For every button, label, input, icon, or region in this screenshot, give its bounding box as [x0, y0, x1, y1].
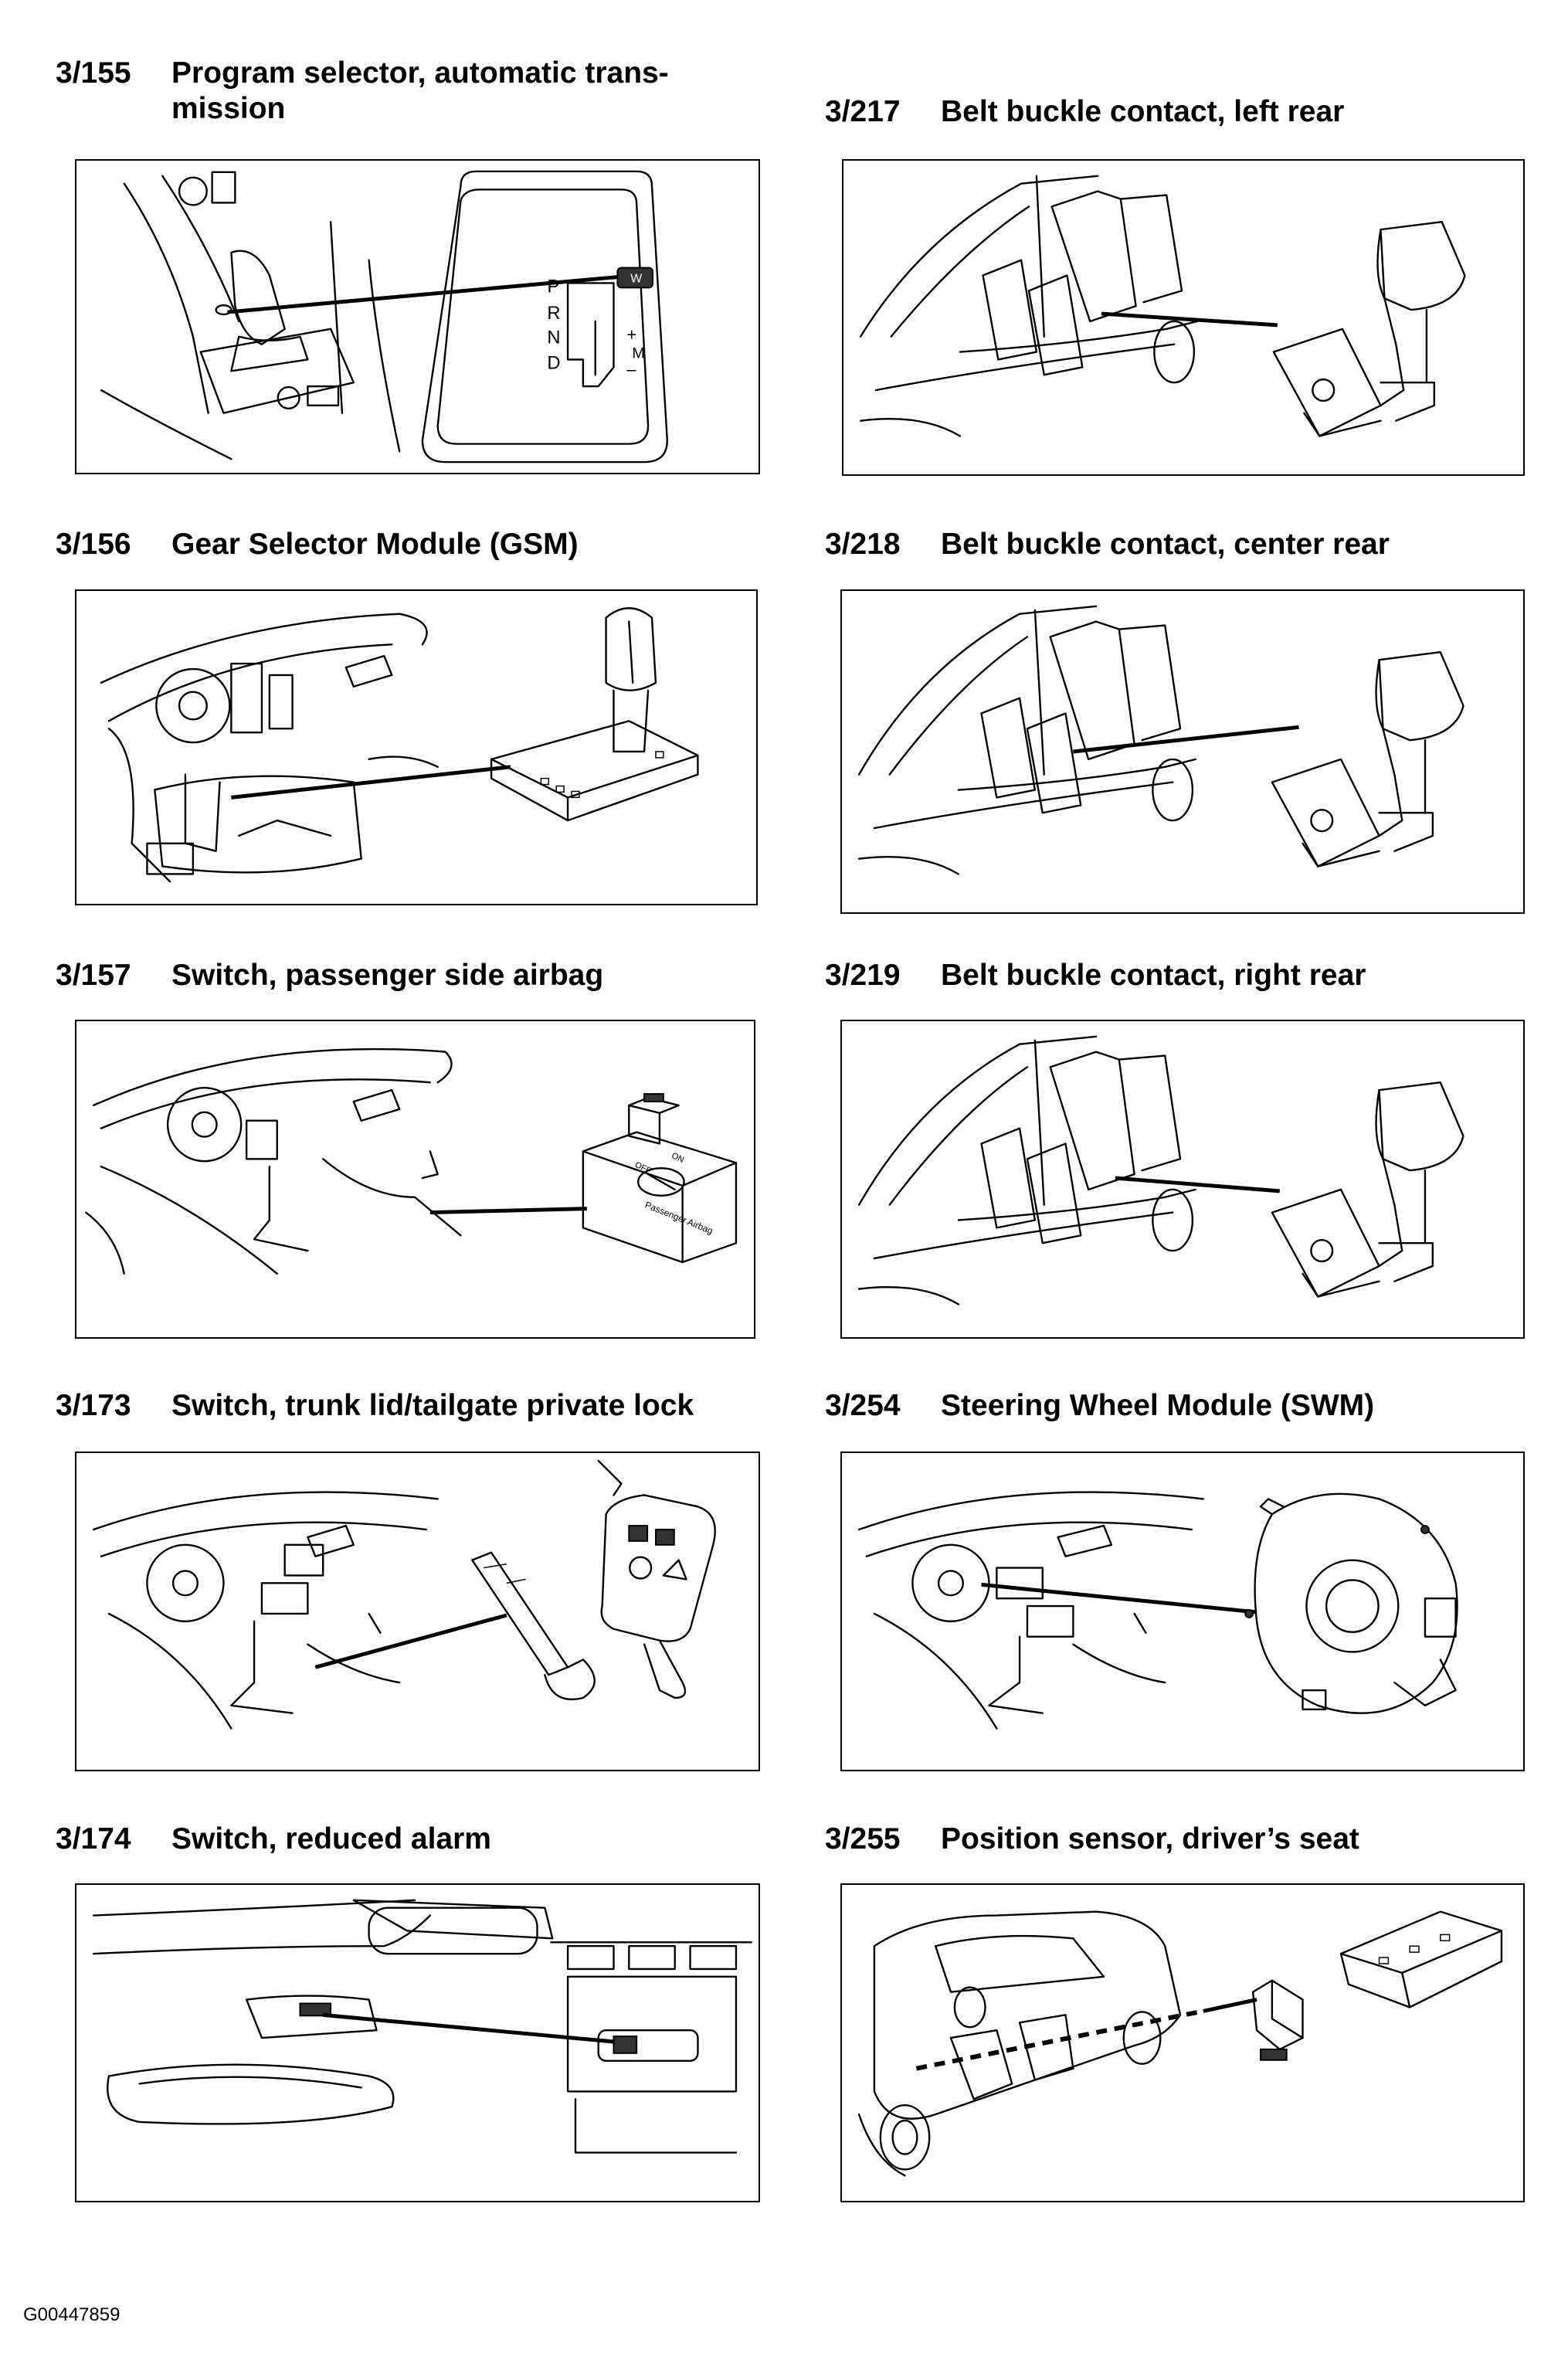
item-title: Steering Wheel Module (SWM) [941, 1389, 1375, 1422]
gear-selector-module [490, 607, 699, 822]
m-label: M [632, 345, 645, 362]
gsm-illustration [100, 607, 699, 883]
leader-line [1101, 311, 1278, 328]
item-code: 3/156 [56, 528, 131, 561]
car-outline-sketch [857, 1910, 1182, 2177]
seat-sensor-part [1251, 1910, 1503, 2061]
remote-key-fob [597, 1459, 716, 1699]
leader-line [429, 1207, 587, 1215]
heading-3-254: 3/254 Steering Wheel Module (SWM) [825, 1388, 1374, 1424]
dashboard-sketch [84, 1047, 462, 1275]
figure-program-selector: W P R N D + M – [75, 159, 760, 474]
figure-belt-buckle-right-rear [840, 1020, 1525, 1339]
heading-3-173: 3/173 Switch, trunk lid/tailgate private … [56, 1388, 694, 1424]
leader-line [1115, 1176, 1280, 1193]
figure-gear-selector-module [75, 589, 758, 905]
item-title: Belt buckle contact, left rear [941, 95, 1345, 128]
item-title: Switch, reduced alarm [171, 1822, 491, 1856]
gear-r-label: R [547, 303, 560, 324]
heading-3-255: 3/255 Position sensor, driver’s seat [825, 1822, 1359, 1857]
plus-label: + [626, 325, 636, 345]
console-sketch [100, 171, 401, 460]
item-title: Switch, trunk lid/tailgate private lock [171, 1389, 694, 1422]
reduced-alarm-illustration [92, 1899, 752, 2154]
belt-buckle-part [1271, 1081, 1464, 1298]
item-code: 3/255 [825, 1822, 901, 1856]
item-code: 3/219 [825, 959, 901, 992]
swm-illustration [857, 1491, 1458, 1730]
seat-sensor-illustration [857, 1910, 1503, 2177]
figure-passenger-airbag-switch: OFF ON Passenger Airbag [75, 1020, 755, 1339]
airbag-switch-illustration: OFF ON Passenger Airbag [84, 1047, 738, 1275]
gear-d-label: D [547, 352, 560, 373]
dashed-leader-line [915, 2008, 1204, 2071]
program-selector-illustration: W P R N D + M – [100, 170, 668, 463]
gear-gate-panel: W P R N D + M – [421, 170, 668, 463]
dashboard-sketch [857, 1491, 1204, 1730]
rear-seat-sketch [857, 605, 1197, 875]
rear-seat-sketch [857, 1035, 1197, 1306]
airbag-switch-part: OFF ON Passenger Airbag [582, 1093, 738, 1264]
belt-buckle-right-illustration [857, 1035, 1464, 1306]
steering-wheel-module-part [1244, 1492, 1458, 1714]
figure-steering-wheel-module [840, 1452, 1525, 1771]
item-title: Position sensor, driver’s seat [941, 1822, 1359, 1856]
item-code: 3/254 [825, 1389, 901, 1422]
leader-line [1203, 1998, 1257, 2013]
item-title: Program selector, automatic trans- missi… [171, 56, 669, 125]
belt-buckle-center-illustration [857, 605, 1464, 875]
leader-line [322, 2012, 614, 2044]
figure-private-lock-switch [75, 1452, 760, 1771]
leader-line [227, 273, 636, 314]
heading-3-219: 3/219 Belt buckle contact, right rear [825, 958, 1366, 993]
leader-line [314, 1613, 507, 1669]
item-code: 3/173 [56, 1389, 131, 1422]
item-title: Belt buckle contact, right rear [941, 959, 1366, 992]
belt-buckle-part [1272, 221, 1466, 437]
figure-belt-buckle-center-rear [840, 589, 1525, 914]
item-title: Switch, passenger side airbag [171, 959, 604, 992]
figure-drivers-seat-position-sensor [840, 1883, 1525, 2202]
w-button-label: W [630, 272, 642, 285]
heading-3-174: 3/174 Switch, reduced alarm [56, 1822, 491, 1857]
item-title: Gear Selector Module (GSM) [171, 528, 579, 561]
gear-n-label: N [547, 328, 560, 348]
heading-3-157: 3/157 Switch, passenger side airbag [56, 958, 603, 993]
leader-line [1073, 725, 1299, 754]
switch-panel-detail [550, 1941, 752, 2154]
passenger-airbag-label: Passenger Airbag [643, 1199, 714, 1236]
heading-3-155: 3/155 Program selector, automatic trans- … [56, 56, 669, 127]
gear-p-label: P [547, 276, 559, 297]
mechanical-key [471, 1551, 596, 1701]
item-code: 3/217 [825, 95, 901, 128]
minus-label: – [626, 359, 636, 379]
leader-line [981, 1582, 1257, 1615]
dashboard-sketch [92, 1491, 439, 1730]
figure-id: G00447859 [23, 2304, 120, 2325]
on-label: ON [670, 1151, 685, 1165]
item-title: Belt buckle contact, center rear [941, 528, 1390, 561]
heading-3-217: 3/217 Belt buckle contact, left rear [825, 94, 1344, 130]
heading-3-156: 3/156 Gear Selector Module (GSM) [56, 527, 579, 562]
item-code: 3/218 [825, 528, 901, 561]
roof-console-sketch [92, 1899, 554, 2125]
figure-belt-buckle-left-rear [842, 159, 1525, 476]
belt-buckle-part [1271, 651, 1464, 868]
item-code: 3/155 [56, 56, 131, 90]
heading-3-218: 3/218 Belt buckle contact, center rear [825, 527, 1390, 562]
private-lock-illustration [92, 1459, 716, 1730]
figure-reduced-alarm-switch [75, 1883, 760, 2202]
leader-line [231, 765, 511, 800]
belt-buckle-left-illustration [859, 175, 1466, 437]
item-code: 3/157 [56, 959, 131, 992]
interior-sketch [100, 613, 439, 883]
item-code: 3/174 [56, 1822, 131, 1856]
rear-seat-sketch [859, 175, 1199, 437]
